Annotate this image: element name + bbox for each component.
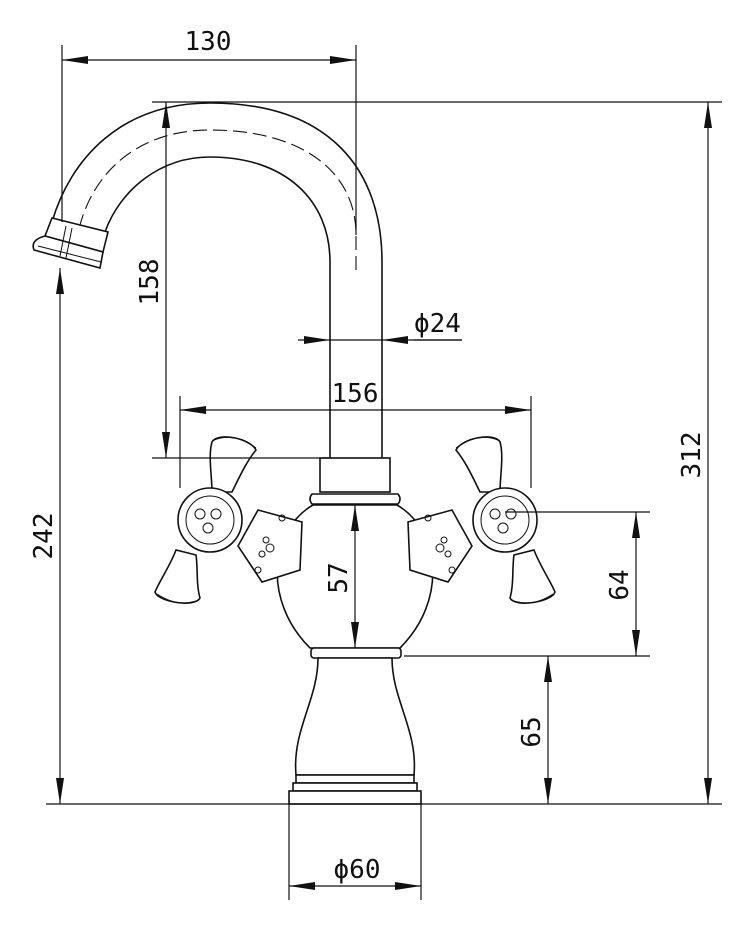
dimension-labels: 130 158 ϕ24 156 312 242 57 64 65 ϕ60 <box>29 27 707 885</box>
right-cross-handle <box>455 436 556 604</box>
dim-spout-reach: 130 <box>185 27 232 57</box>
spout-centerline <box>79 129 357 270</box>
spout-outer-curve <box>51 102 383 458</box>
pedestal <box>294 657 416 776</box>
dim-total-height: 312 <box>677 432 707 479</box>
dim-spout-height: 158 <box>135 259 165 306</box>
faucet-outline <box>32 102 556 805</box>
left-arm <box>237 509 303 583</box>
spout-collar <box>319 457 391 493</box>
pedestal-ring-1 <box>295 774 415 784</box>
dim-handle-axis-height: 64 <box>605 569 635 600</box>
base-plate <box>288 790 422 805</box>
dim-outlet-height: 242 <box>29 513 59 560</box>
left-cross-handle <box>154 436 257 604</box>
dim-handle-span: 156 <box>332 379 379 409</box>
neck-ring <box>310 647 402 659</box>
dim-body-height: 57 <box>324 562 354 593</box>
spout-inner-curve <box>104 156 331 458</box>
aerator <box>32 217 109 270</box>
pedestal-ring-2 <box>292 782 418 792</box>
collar-ring <box>309 493 401 505</box>
left-arm-decoration <box>254 514 286 574</box>
right-arm <box>407 509 473 583</box>
right-arm-decoration <box>424 514 456 574</box>
dim-base-height: 65 <box>517 716 547 747</box>
dimension-lines <box>46 45 722 900</box>
dim-spout-diameter: ϕ24 <box>414 309 461 339</box>
dim-base-diameter: ϕ60 <box>334 855 381 885</box>
